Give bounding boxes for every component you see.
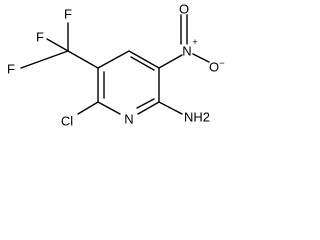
bond-c2-n1-inner — [136, 98, 155, 109]
atom-labels: F F F Cl N NH2 N + O O − — [7, 2, 225, 129]
bond-cf3-f3 — [20, 50, 69, 69]
nitro-oxygen-charge: − — [219, 58, 224, 68]
bond-n-o-right — [192, 53, 210, 63]
bond-n1-c6 — [97, 101, 121, 115]
bond-c4-c3 — [128, 50, 160, 69]
ring-bonds — [97, 50, 160, 115]
chemical-structure: F F F Cl N NH2 N + O O − — [7, 2, 225, 129]
bond-c5-cf3 — [67, 50, 99, 69]
bond-c6-cl — [77, 101, 99, 115]
fluorine-label-1: F — [36, 30, 44, 45]
bond-c2-n1 — [137, 101, 160, 115]
bond-c2-nh2 — [158, 101, 183, 115]
nitro-oxygen-top-label: O — [179, 2, 189, 17]
bond-c4-c3-inner — [130, 56, 155, 71]
substituent-bonds — [20, 14, 210, 115]
chlorine-label: Cl — [61, 114, 73, 129]
fluorine-label-3: F — [7, 62, 15, 77]
ring-nitrogen-label: N — [124, 112, 133, 127]
bond-c5-c4 — [97, 50, 130, 69]
fluorine-label-2: F — [64, 7, 72, 22]
bond-cf3-f1 — [46, 38, 69, 52]
nitro-nitrogen-label: N — [182, 44, 191, 59]
bond-c3-no2 — [158, 54, 183, 69]
nitro-nitrogen-charge: + — [192, 37, 197, 47]
nitro-oxygen-right-label: O — [209, 60, 219, 75]
amine-label: NH2 — [184, 110, 210, 125]
